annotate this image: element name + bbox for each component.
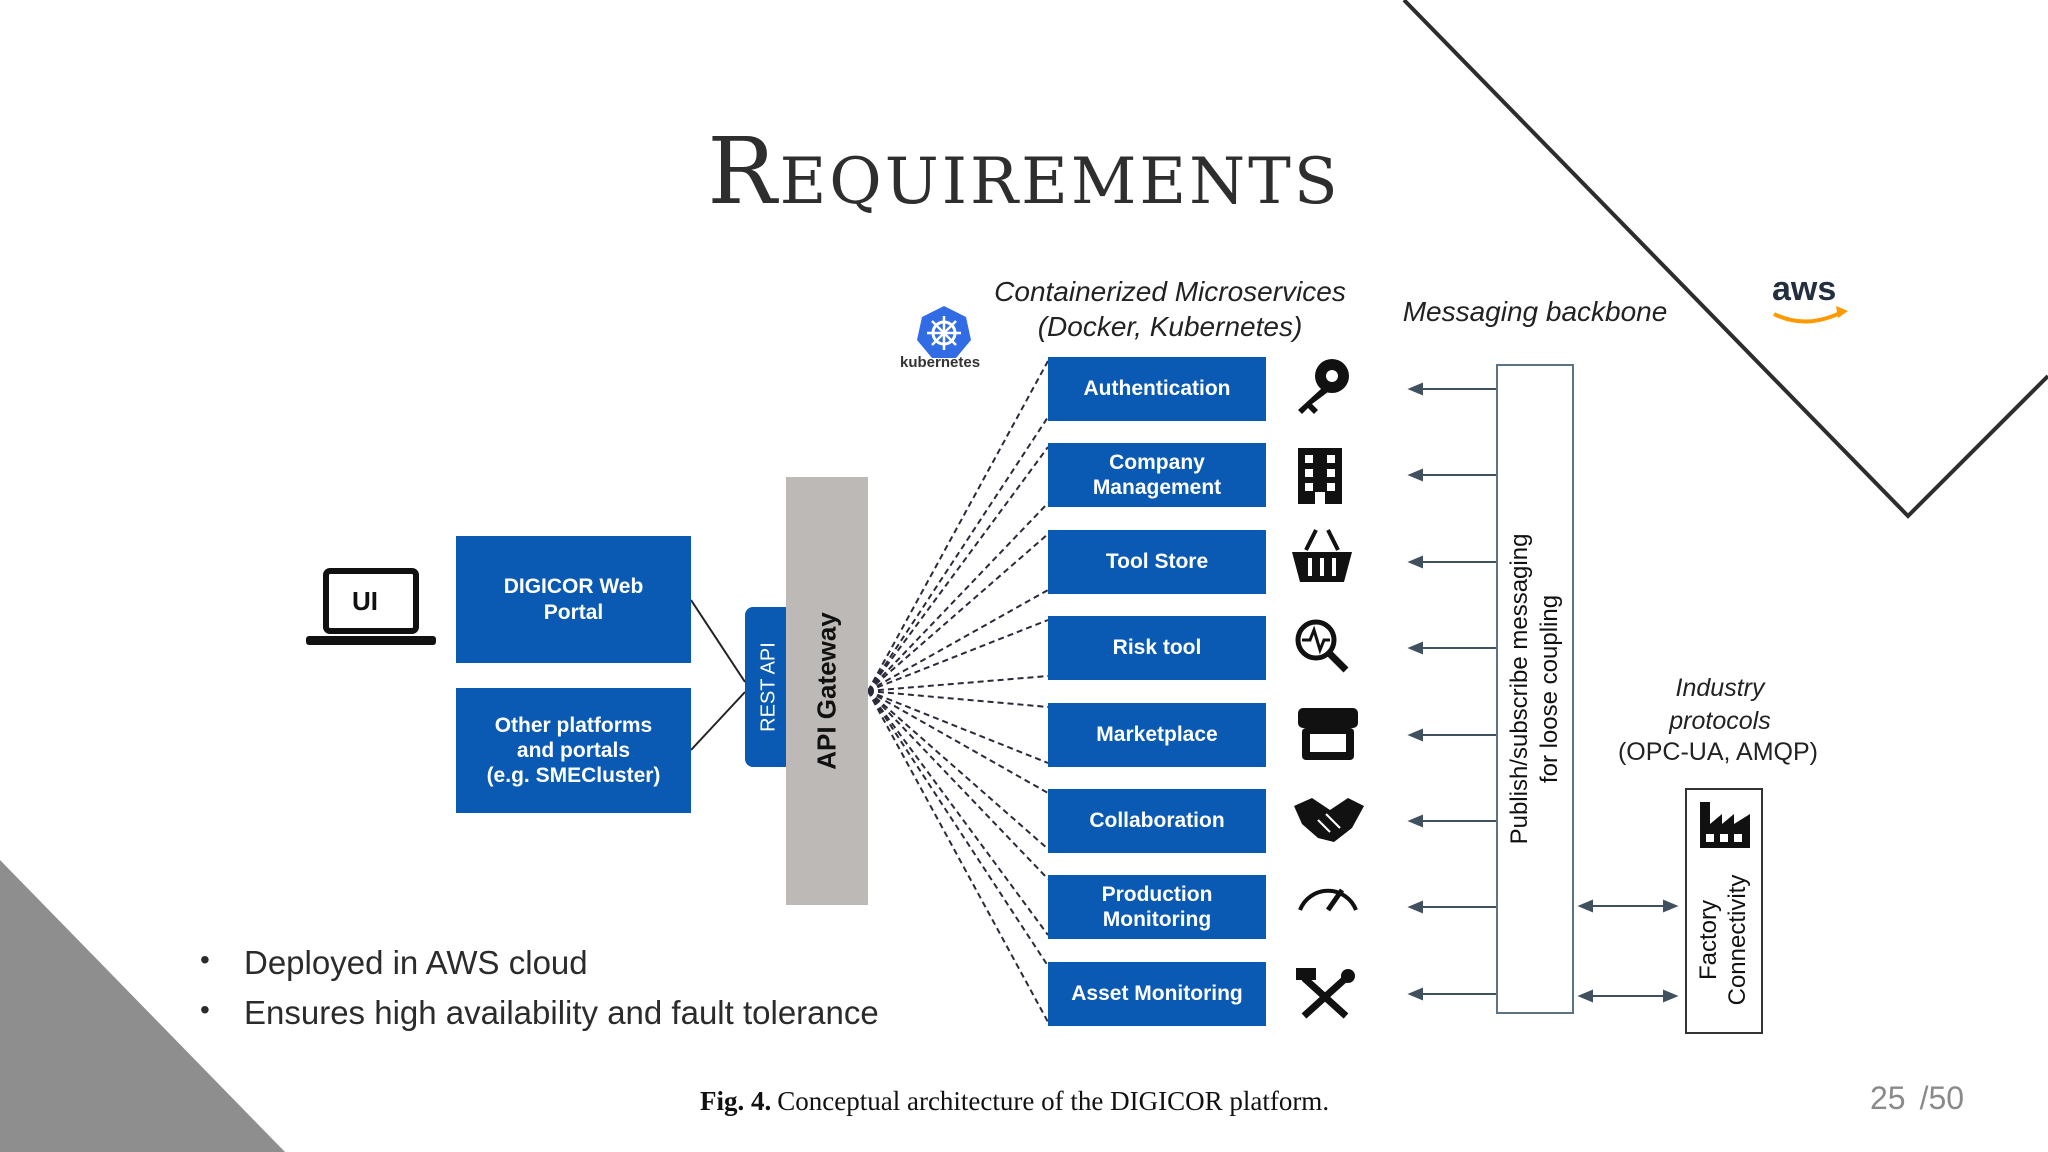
fanout-line	[867, 533, 1049, 692]
bottom-left-triangle	[0, 860, 285, 1152]
service-production-monitoring: Production Monitoring	[1048, 875, 1266, 939]
key-icon	[1298, 359, 1349, 414]
fanout-line	[867, 690, 1049, 794]
caption-text: Conceptual architecture of the DIGICOR p…	[777, 1086, 1330, 1116]
laptop-icon	[306, 568, 436, 645]
hammer-wrench-icon	[1296, 968, 1355, 1019]
bullet-text: Deployed in AWS cloud	[244, 944, 588, 981]
bullet-item: • Ensures high availability and fault tol…	[200, 994, 879, 1032]
fanout-line	[867, 675, 1049, 692]
fanout-line	[867, 446, 1049, 692]
bullet-dot-icon: •	[200, 944, 210, 975]
bullet-list: • Deployed in AWS cloud • Ensures high ava…	[200, 944, 879, 1044]
aws-label: aws	[1772, 270, 1837, 308]
protocol-examples-label: (OPC-UA, AMQP)	[1617, 738, 1818, 766]
messaging-arrow-head	[1407, 641, 1423, 655]
messaging-arrow-head	[1407, 900, 1423, 914]
page-number: 25	[1870, 1080, 1906, 1116]
service-asset-monitoring: Asset Monitoring	[1048, 962, 1266, 1026]
messaging-arrow-head	[1407, 987, 1423, 1001]
microservices-label: Containerized Microservices (Docker, Kub…	[994, 276, 1346, 342]
gateway-fanout-lines	[867, 360, 1049, 1023]
handshake-icon	[1294, 798, 1364, 842]
caption-label: Fig. 4.	[700, 1086, 772, 1116]
messaging-arrow-head	[1407, 814, 1423, 828]
service-risk-tool: Risk tool	[1048, 616, 1266, 680]
rest-api-box: REST API	[745, 607, 793, 767]
fanout-line	[867, 416, 1049, 692]
kubernetes-label: kubernetes	[900, 354, 981, 371]
service-collaboration: Collaboration	[1048, 789, 1266, 853]
factory-arrows	[1577, 899, 1679, 1003]
api-gateway-box: API Gateway	[786, 477, 868, 905]
bullet-dot-icon: •	[200, 994, 210, 1025]
page-total: /50	[1919, 1080, 1965, 1116]
top-right-chevron-outline	[1402, 0, 2048, 519]
factory-connectivity-label: Factory Connectivity	[1695, 874, 1751, 1006]
messaging-arrows	[1407, 382, 1572, 1001]
service-marketplace: Marketplace	[1048, 703, 1266, 767]
messaging-arrow-head	[1407, 555, 1423, 569]
fanout-line	[867, 589, 1049, 692]
page-indicator: 25/50	[1870, 1080, 1964, 1117]
messaging-arrow-head	[1407, 728, 1423, 742]
api-gateway-label: API Gateway	[811, 612, 842, 770]
other-platforms-box: Other platforms and portals (e.g. SMEClu…	[456, 688, 691, 813]
magnifier-icon	[1295, 619, 1349, 673]
fanout-line	[867, 690, 1049, 967]
messaging-box-label: Publish/subscribe messaging for loose co…	[1506, 533, 1563, 845]
aws-smile-icon	[1773, 310, 1843, 324]
ui-label: UI	[352, 586, 378, 616]
service-company-management: Company Management	[1048, 443, 1266, 507]
store-icon	[1298, 708, 1358, 760]
fanout-line	[867, 619, 1049, 692]
fanout-line	[867, 690, 1049, 708]
factory-icon	[1700, 802, 1750, 848]
industry-protocols-label: Industry protocols	[1669, 674, 1771, 735]
fanout-line	[867, 690, 1049, 1023]
building-icon	[1298, 448, 1342, 504]
fanout-line	[867, 690, 1049, 764]
bullet-text: Ensures high availability and fault tole…	[244, 994, 879, 1031]
rest-api-label: REST API	[757, 642, 780, 732]
aws-smile-arrow	[1836, 306, 1848, 318]
messaging-arrow-head	[1407, 468, 1423, 482]
fanout-line	[867, 690, 1049, 880]
fanout-line	[867, 502, 1049, 692]
messaging-backbone-label: Messaging backbone	[1402, 296, 1668, 327]
messaging-arrow-head	[1407, 382, 1423, 396]
portal-connectors	[690, 599, 746, 751]
slide-title: Requirements	[707, 118, 1341, 225]
service-authentication: Authentication	[1048, 357, 1266, 421]
basket-icon	[1292, 529, 1352, 582]
service-tool-store: Tool Store	[1048, 530, 1266, 594]
messaging-backbone-box: Publish/subscribe messaging for loose co…	[1496, 364, 1574, 1014]
fanout-line	[867, 690, 1049, 936]
gauge-icon	[1298, 888, 1358, 912]
kubernetes-logo-icon	[917, 306, 971, 358]
fanout-line	[867, 690, 1049, 850]
figure-caption: Fig. 4.Conceptual architecture of the DI…	[700, 1086, 1329, 1117]
fanout-line	[867, 360, 1049, 692]
digicor-web-portal-box: DIGICOR Web Portal	[456, 536, 691, 663]
bullet-item: • Deployed in AWS cloud	[200, 944, 879, 982]
